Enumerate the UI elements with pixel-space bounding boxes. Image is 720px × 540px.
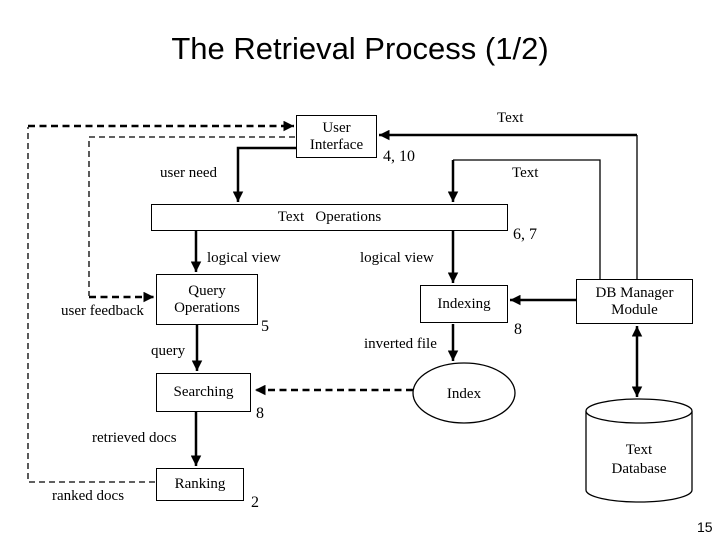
edge-label-retrieved-docs: retrieved docs [92, 430, 177, 446]
edge-label-user-feedback: user feedback [61, 303, 144, 319]
step-number-user-interface: 4, 10 [383, 148, 415, 165]
edge-text-feeder-mid [453, 159, 601, 279]
node-ranking-label: Ranking [174, 476, 226, 492]
node-indexing-label: Indexing [437, 295, 491, 312]
node-user-interface: User Interface [296, 115, 377, 158]
step-number-ranking: 2 [251, 494, 259, 511]
step-number-indexing: 8 [514, 321, 522, 338]
edge-user-feedback-run [88, 136, 295, 296]
node-searching-label: Searching [173, 384, 234, 400]
edge-label-logical-view-left: logical view [207, 250, 281, 266]
edge-ranked-docs-run [27, 127, 155, 483]
index-ellipse [412, 362, 516, 424]
text-database-cylinder-top [585, 398, 693, 424]
edge-label-user-need: user need [160, 165, 218, 181]
index-store-label: Index [446, 386, 482, 402]
node-db-manager-module: DB Manager Module [576, 279, 693, 324]
edge-label-ranked-docs: ranked docs [52, 488, 125, 504]
node-query-operations: Query Operations [156, 274, 258, 325]
node-ranking: Ranking [156, 468, 244, 501]
text-database-label: Text Database [611, 442, 667, 477]
step-number-query-operations: 5 [261, 318, 269, 335]
edge-label-text-mid: Text [512, 165, 539, 181]
edge-label-inverted-file: inverted file [364, 336, 437, 352]
edge-label-text-top: Text [497, 110, 524, 126]
edge-label-logical-view-right: logical view [360, 250, 434, 266]
node-query-operations-label: Query Operations [174, 282, 240, 316]
step-number-text-operations: 6, 7 [513, 226, 537, 243]
node-text-operations: Text Operations [151, 204, 508, 231]
node-indexing: Indexing [420, 285, 508, 323]
step-number-searching: 8 [256, 405, 264, 422]
edge-label-query: query [151, 343, 186, 359]
slide-page-number: 15 [697, 519, 713, 535]
node-text-operations-label: Text Operations [277, 209, 382, 225]
node-user-interface-label: User Interface [309, 119, 364, 153]
node-db-manager-module-label: DB Manager Module [595, 284, 674, 318]
text-database-cylinder-body [585, 411, 693, 503]
node-searching: Searching [156, 373, 251, 412]
slide-title: The Retrieval Process (1/2) [171, 31, 549, 66]
arrow-user-need [232, 146, 296, 202]
